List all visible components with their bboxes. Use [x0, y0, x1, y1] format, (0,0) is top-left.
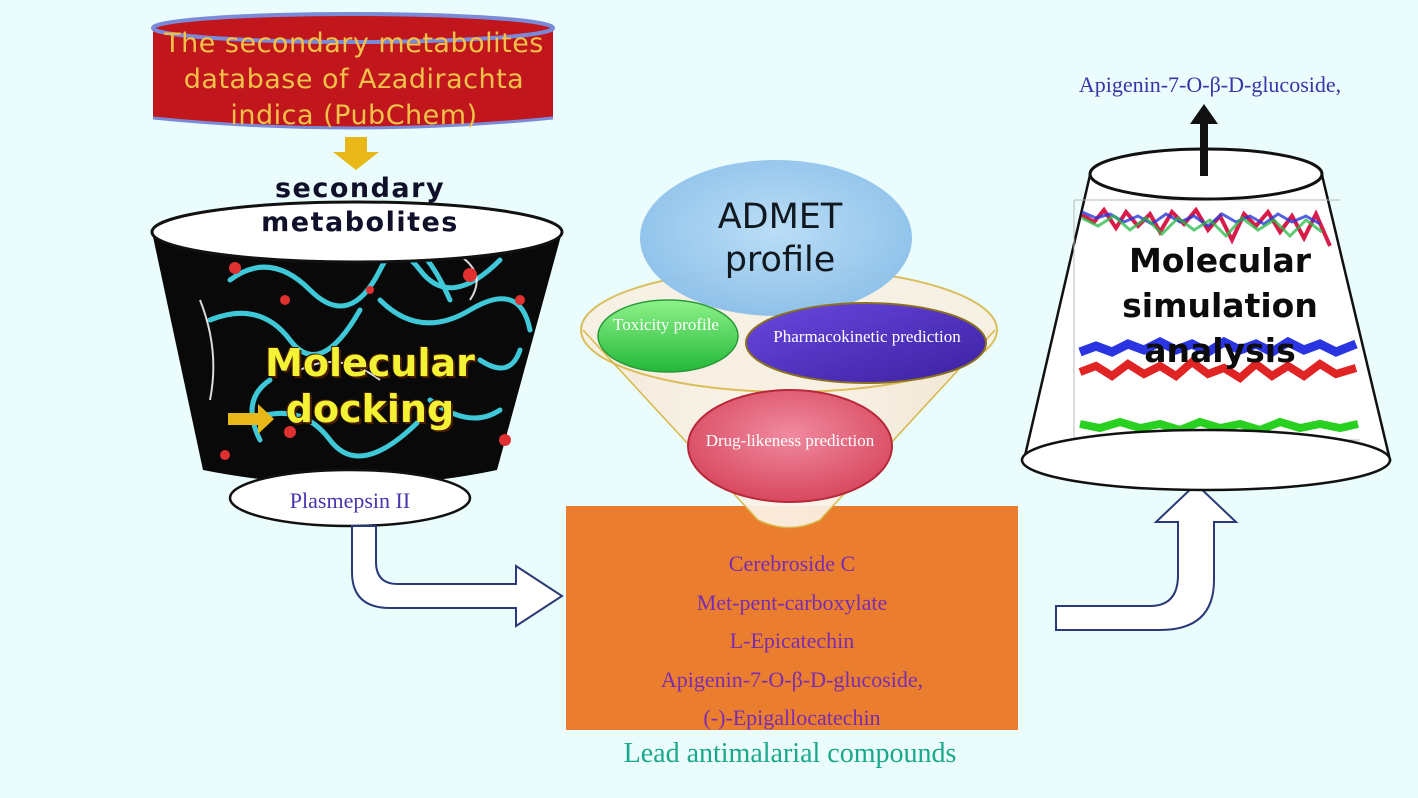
compound-item: L-Epicatechin	[729, 628, 855, 653]
database-cylinder	[151, 12, 555, 130]
pointer-arrow-icon	[228, 404, 274, 434]
secondary-metabolites-label: secondary metabolites	[261, 173, 459, 238]
molecular-docking-label: Molecular docking	[265, 341, 475, 431]
toxicity-profile-label: Toxicity profile	[613, 315, 719, 334]
admet-funnel	[580, 160, 998, 529]
curved-arrow-icon	[351, 525, 564, 628]
admet-profile-label: ADMET profile	[717, 197, 843, 280]
compound-item: Cerebroside C	[728, 551, 856, 576]
curved-up-arrow-icon	[1055, 482, 1239, 631]
compound-item: Met-pent-carboxylate	[696, 589, 888, 615]
pharmacokinetic-label: Pharmacokinetic prediction	[773, 327, 961, 346]
docking-funnel	[150, 200, 564, 528]
molecular-simulation-label: Molecular simulation analysis	[1122, 241, 1318, 370]
lead-compounds-box	[566, 506, 1018, 730]
compound-item: Apigenin-7-O-β-D-glucoside,	[660, 666, 924, 692]
lead-compounds-list: Cerebroside C Met-pent-carboxylate L-Epi…	[566, 545, 1018, 738]
lead-compounds-caption: Lead antimalarial compounds	[623, 738, 957, 769]
druglikeness-label: Drug-likeness prediction	[705, 431, 875, 450]
output-arrow-icon	[1190, 104, 1218, 176]
down-arrow-icon	[333, 137, 379, 170]
simulation-output-label: Apigenin-7-O-β-D-glucoside,	[1078, 72, 1342, 97]
compound-item: (-)-Epigallocatechin	[703, 705, 881, 730]
plasmepsin-label: Plasmepsin II	[289, 488, 411, 513]
database-label: The secondary metabolites database of Az…	[164, 28, 544, 131]
